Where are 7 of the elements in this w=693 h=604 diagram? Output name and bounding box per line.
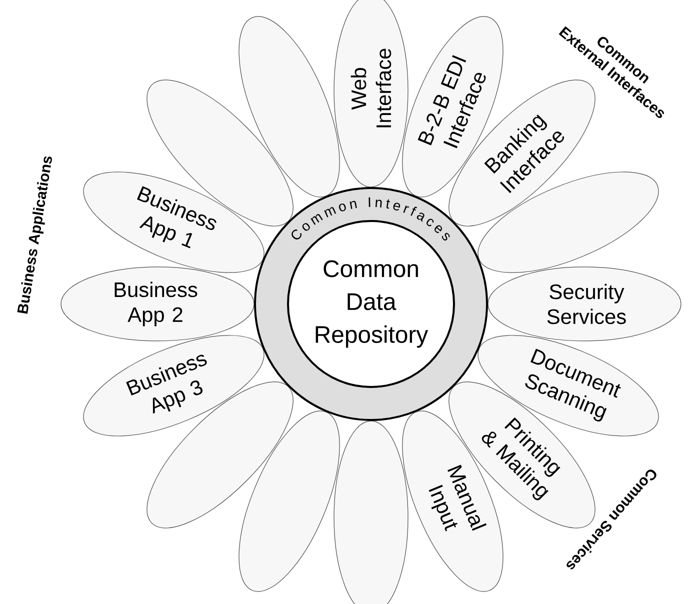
petal: Security Services	[488, 266, 682, 342]
petal: Web Interface	[334, 0, 408, 188]
empty-petal	[238, 16, 340, 198]
empty-petal	[334, 420, 408, 604]
empty-petal	[238, 410, 340, 592]
group-label: Business Applications	[17, 156, 52, 314]
petal: Business App 2	[60, 266, 254, 342]
